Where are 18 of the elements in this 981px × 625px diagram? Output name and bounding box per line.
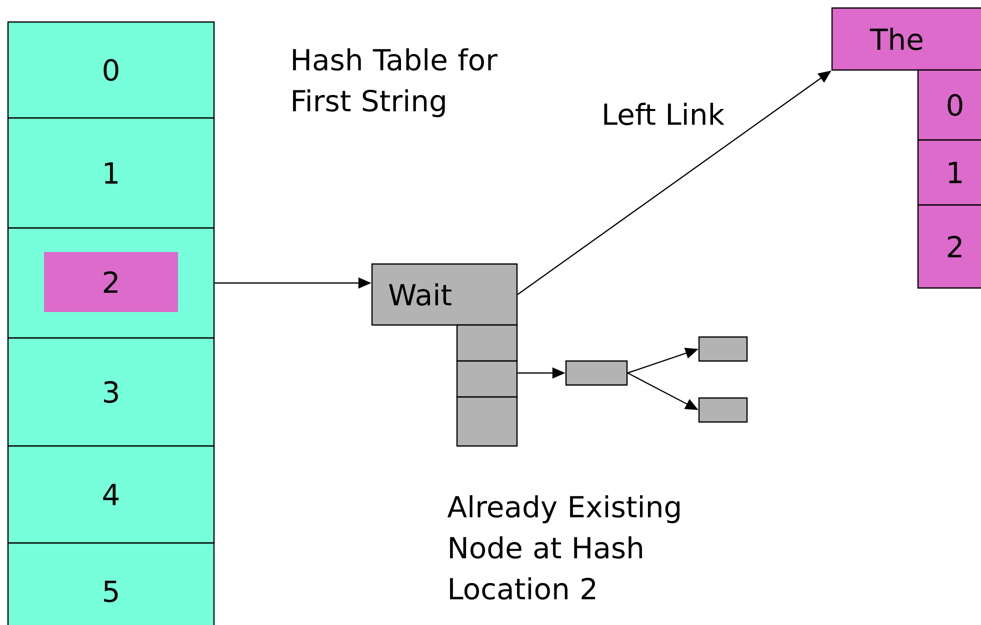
table-cell: 0 xyxy=(7,21,215,119)
node-cell xyxy=(456,360,518,398)
caption-text: Already Existing Node at Hash Location 2 xyxy=(447,495,680,600)
node-cell: 2 xyxy=(917,204,981,289)
node-cell: 1 xyxy=(917,139,981,206)
node-cell xyxy=(456,396,518,447)
edge-label: Left Link xyxy=(604,102,724,126)
node-box xyxy=(698,336,748,362)
table-cell: 1 xyxy=(7,117,215,229)
highlighted-key: 2 xyxy=(44,252,178,312)
node-cell xyxy=(456,324,518,362)
table-cell: 4 xyxy=(7,445,215,544)
node-cell: 0 xyxy=(917,69,981,141)
table-cell: 3 xyxy=(7,337,215,447)
caption-text: Hash Table for First String xyxy=(293,48,498,118)
node-box xyxy=(698,397,748,423)
table-cell: 5 xyxy=(7,542,215,625)
node-box xyxy=(565,360,628,386)
